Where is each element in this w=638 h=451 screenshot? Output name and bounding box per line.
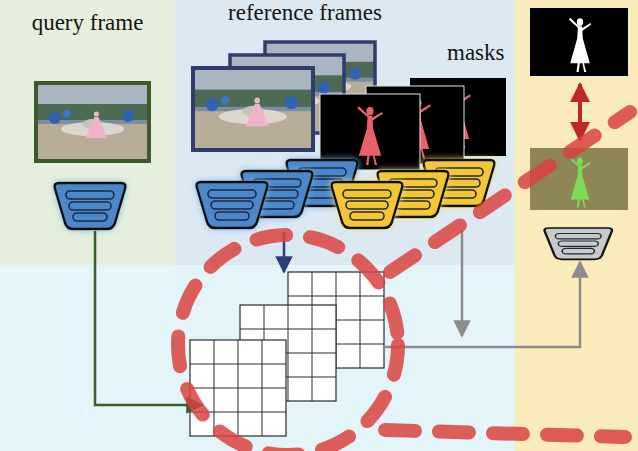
encoders: [332, 182, 403, 228]
affinity-grid: [190, 272, 384, 436]
grid-line: [190, 388, 286, 389]
red-highlight: [385, 430, 625, 437]
panel-grounds: [515, 0, 638, 451]
reference-images: [193, 68, 313, 150]
text-slot: masks: [447, 40, 513, 66]
panel-grounds: [0, 0, 175, 265]
panel-heading: reference frames: [228, 0, 382, 26]
encoders: [545, 228, 612, 259]
panel: query frame: [0, 0, 175, 265]
outputs: [578, 84, 582, 140]
encoders: [197, 182, 268, 228]
query-image: [36, 83, 149, 161]
text-slot: query frame: [6, 10, 169, 36]
outputs: [530, 148, 628, 210]
panel-heading: query frame: [32, 10, 144, 36]
grid-line: [262, 340, 263, 436]
query-image: [36, 83, 149, 161]
red-highlight: [178, 235, 398, 451]
panel-grounds: [0, 265, 515, 451]
reference-images: [193, 68, 313, 150]
flow-arrows: [461, 230, 464, 336]
panel: reference frames masks: [175, 0, 515, 265]
grid-cell: [190, 340, 286, 436]
flow-arrows: [95, 230, 580, 405]
grid-line: [360, 272, 361, 368]
outputs: [530, 8, 628, 210]
mask-images: [320, 94, 420, 170]
text-slot: reference frames: [191, 0, 419, 26]
affinity-grid: [190, 340, 286, 436]
flow-arrows: [384, 262, 580, 347]
outputs: [530, 8, 628, 76]
red-highlight: [390, 112, 630, 272]
panel-heading: masks: [447, 40, 505, 66]
red-highlight: [178, 112, 630, 451]
mask-images: [320, 78, 506, 170]
outputs: [569, 18, 591, 72]
grid-line: [312, 305, 313, 401]
encoders: [55, 183, 126, 229]
mask-images: [357, 106, 383, 165]
query-image: [37, 84, 148, 160]
outputs: [569, 157, 590, 207]
